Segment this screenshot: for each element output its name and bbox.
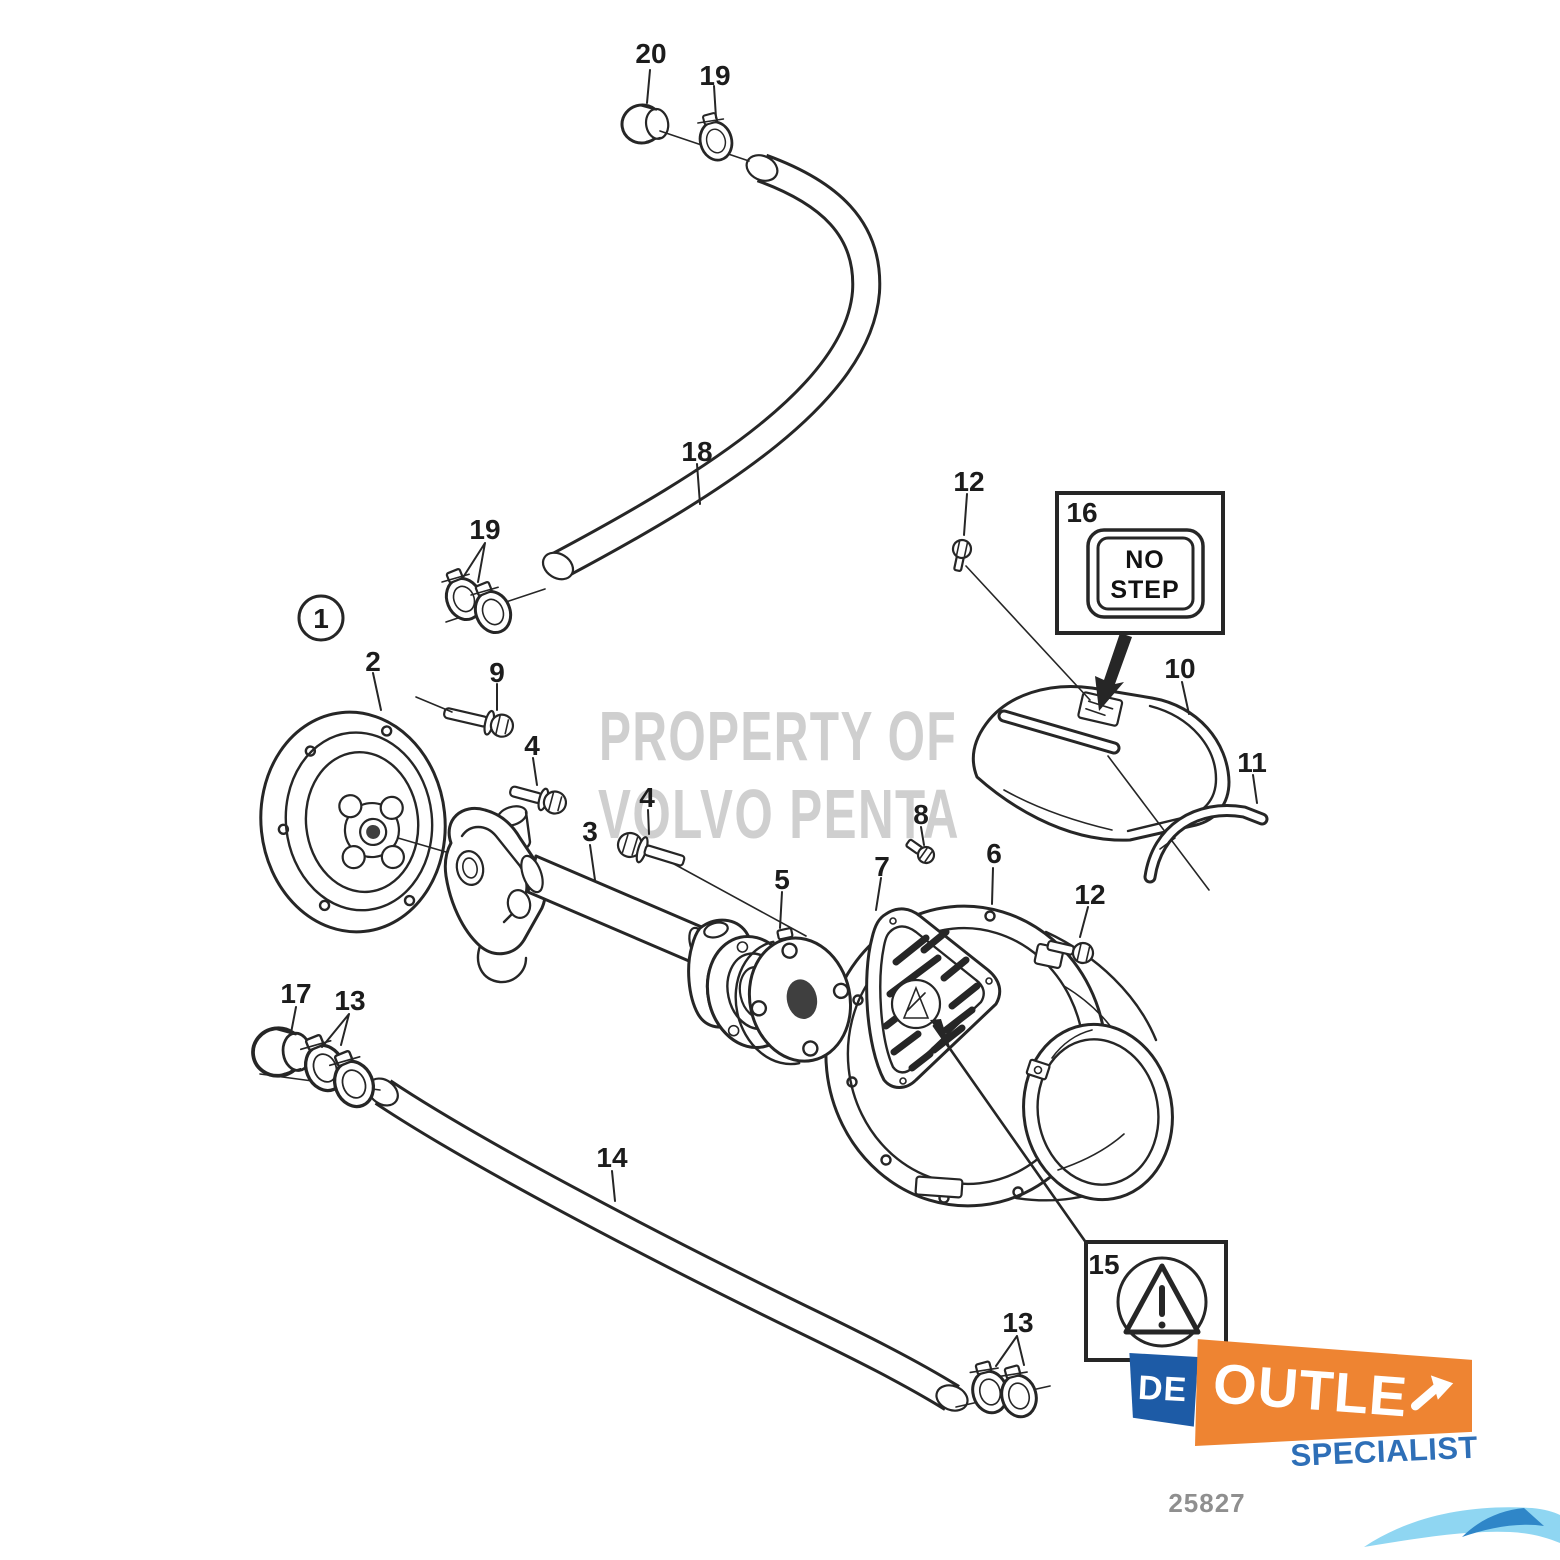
callout-5: 5 — [774, 864, 790, 895]
part-7-grille — [865, 907, 1002, 1089]
assembly-axis-line — [965, 565, 1091, 701]
assembly-axis-line — [415, 696, 453, 713]
callout-18: 18 — [681, 436, 712, 467]
assembly-axis-line — [673, 863, 807, 937]
logo-outlet-text: OUTLE — [1211, 1350, 1411, 1428]
callout-13-lower: 13 — [1002, 1307, 1033, 1338]
part-17-bushing — [248, 1022, 316, 1081]
svg-text:1: 1 — [313, 603, 329, 634]
callout-9: 9 — [489, 657, 505, 688]
callout-10: 10 — [1164, 653, 1195, 684]
part-13-clamps-lower — [964, 1357, 1043, 1423]
part-12-screw-right — [1046, 940, 1095, 965]
part-19-clamp-top — [692, 108, 738, 166]
warning-triangle-icon — [1123, 1263, 1201, 1335]
no-step-callout-box: 16 NO STEP — [1055, 491, 1225, 711]
part-4-bolt-left — [509, 785, 568, 815]
part-13-clamps-upper — [293, 1028, 382, 1115]
callout-15: 15 — [1088, 1249, 1119, 1280]
callout-8: 8 — [913, 799, 929, 830]
warning-leader — [930, 1019, 1089, 1246]
no-step-line1: NO — [1125, 546, 1165, 574]
part-14-hose — [367, 1077, 969, 1412]
volvo-penta-sail-icon — [902, 985, 930, 1019]
callout-16: 16 — [1066, 497, 1097, 528]
part-11-strip — [1107, 755, 1269, 891]
callout-7: 7 — [874, 851, 890, 882]
callout-14: 14 — [596, 1142, 628, 1173]
no-step-arrow — [1095, 633, 1132, 711]
part-20-plug — [618, 100, 672, 148]
part-9-bolt — [443, 707, 515, 738]
logo-outlet-box: OUTLE — [1195, 1339, 1472, 1446]
leader-lines — [290, 69, 1258, 1367]
logo-outlet-inner: OUTLE — [1211, 1350, 1455, 1428]
assembly-axis-line — [397, 837, 447, 853]
part-19-clamps — [435, 563, 519, 640]
callout-12-top: 12 — [953, 466, 984, 497]
callout-3: 3 — [582, 816, 598, 847]
callout-13-upper: 13 — [334, 985, 365, 1016]
part-4-bolt-right — [616, 831, 686, 867]
callout-12-right: 12 — [1074, 879, 1105, 910]
logo-de-text: DE — [1137, 1368, 1189, 1409]
callout-6: 6 — [986, 838, 1002, 869]
callout-4-right: 4 — [639, 782, 655, 813]
part-5-flange — [734, 927, 853, 1066]
callout-4-left: 4 — [524, 730, 540, 761]
arrow-t-icon — [1410, 1374, 1454, 1410]
drawing-number: 25827 — [1168, 1488, 1245, 1518]
no-step-line2: STEP — [1110, 576, 1179, 604]
callout-labels: 20 19 18 19 2 9 4 3 4 5 7 8 6 12 10 11 1… — [280, 38, 1266, 1338]
svg-text:VOLVO PENTA: VOLVO PENTA — [598, 775, 960, 853]
callout-17: 17 — [280, 978, 311, 1009]
logo-de-box: DE — [1129, 1353, 1198, 1427]
part-12-screw-top — [951, 538, 973, 572]
wave-swoosh — [1364, 1507, 1560, 1547]
callout-19-lower: 19 — [469, 514, 500, 545]
svg-text:PROPERTY OF: PROPERTY OF — [599, 697, 957, 775]
callout-19-top: 19 — [699, 60, 730, 91]
part-18-hose — [541, 153, 882, 581]
part-8-screw — [905, 838, 936, 865]
part-6-housing — [824, 904, 1174, 1208]
assembly-callout: 1 — [297, 594, 345, 642]
callout-11: 11 — [1237, 747, 1267, 778]
property-of-volvo-penta-watermark: PROPERTY OF VOLVO PENTA — [598, 697, 960, 853]
part-2-flange — [259, 710, 447, 934]
callout-20: 20 — [635, 38, 666, 69]
callout-2: 2 — [365, 646, 381, 677]
